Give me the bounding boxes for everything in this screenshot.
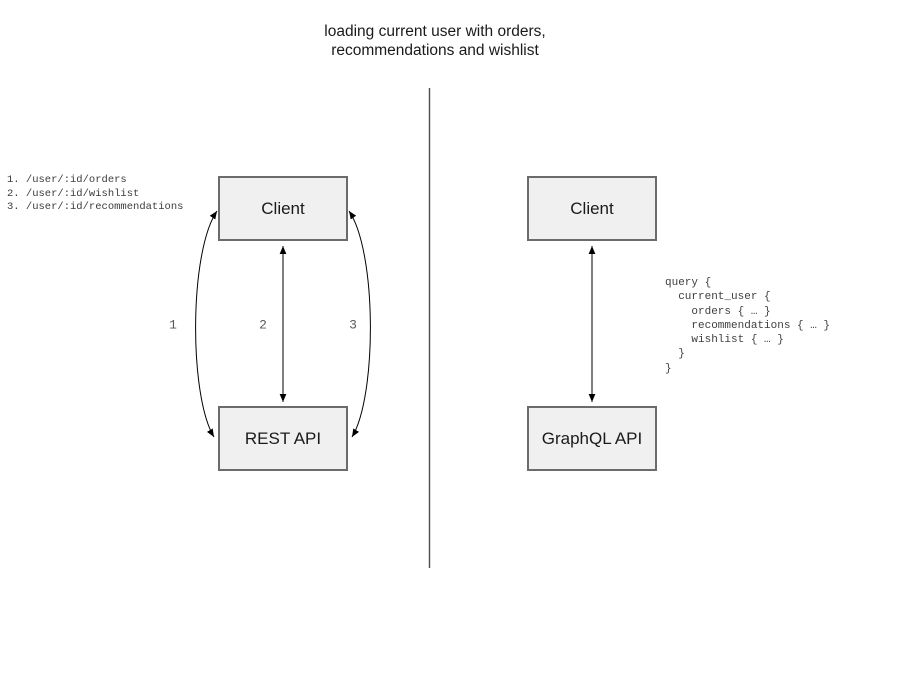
graphql-api-box-label: GraphQL API (541, 428, 643, 448)
page-title-line-1: loading current user with orders, (324, 23, 546, 40)
rest-endpoint-recommendations: 3. /user/:id/recommendations (7, 201, 184, 213)
query-line: orders { … } (665, 305, 771, 318)
arrow-label-1: 1 (169, 317, 177, 333)
query-line: current_user { (665, 291, 771, 304)
query-line: } (665, 362, 672, 375)
rest-endpoint-orders: 1. /user/:id/orders (7, 174, 127, 186)
client-box-graphql: Client (527, 176, 657, 241)
page-title-line-2: recommendations and wishlist (331, 42, 539, 59)
rest-endpoint-wishlist: 2. /user/:id/wishlist (7, 187, 140, 200)
query-line: wishlist { … } (665, 334, 784, 347)
rest-api-box: REST API (218, 406, 348, 471)
page-title: loading current user with orders, recomm… (0, 22, 870, 60)
graphql-query-snippet: query { current_user { orders { … } reco… (665, 276, 830, 376)
rest-api-box-label: REST API (244, 428, 322, 448)
arrow-label-2: 2 (259, 317, 267, 333)
graphql-api-box: GraphQL API (527, 406, 657, 471)
client-box-rest-label: Client (261, 198, 305, 218)
arrow-label-3: 3 (349, 317, 357, 333)
query-line: query { (665, 277, 712, 289)
client-box-graphql-label: Client (570, 198, 614, 218)
rest-arrow-1-orders (195, 210, 218, 438)
client-box-rest: Client (218, 176, 348, 241)
query-line: recommendations { … } (665, 319, 831, 332)
rest-endpoint-list: 1. /user/:id/orders 2. /user/:id/wishlis… (7, 174, 183, 215)
query-line: } (665, 348, 685, 361)
